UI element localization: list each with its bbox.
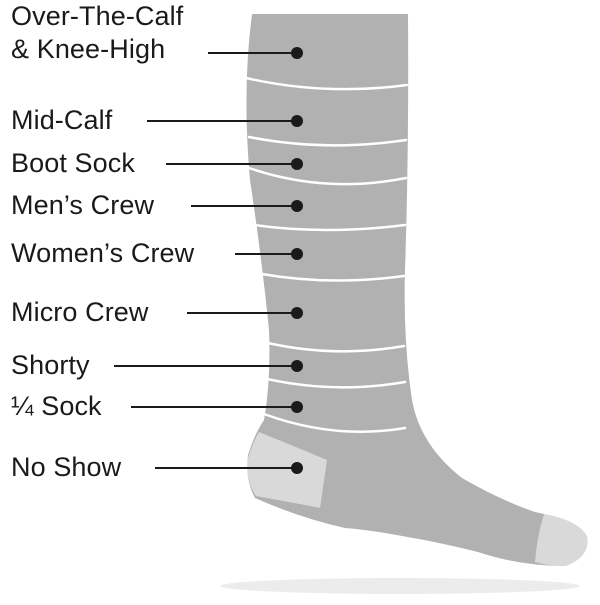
leader-dots (291, 47, 303, 474)
no-show-heel (247, 432, 327, 508)
dot-mid-calf (291, 115, 303, 127)
band-line-quarter-sock-bottom (262, 412, 407, 434)
label-womens-crew: Women’s Crew (11, 238, 195, 268)
band-line-mid-calf (244, 76, 409, 91)
band-line-womens-crew (252, 223, 407, 232)
dot-quarter-sock (291, 401, 303, 413)
band-line-boot-sock (247, 135, 408, 147)
dot-micro-crew (291, 307, 303, 319)
sock-body (246, 14, 586, 566)
dot-boot-sock (291, 158, 303, 170)
dot-over-the-calf (291, 47, 303, 59)
label-over-the-calf-line-1: Over-The-Calf (11, 1, 184, 31)
label-mid-calf: Mid-Calf (11, 105, 113, 135)
sock-shadow (220, 578, 580, 594)
label-micro-crew: Micro Crew (11, 297, 149, 327)
label-mens-crew: Men’s Crew (11, 190, 155, 220)
dot-mens-crew (291, 200, 303, 212)
dot-shorty (291, 360, 303, 372)
label-boot-sock: Boot Sock (11, 148, 135, 178)
band-line-shorty (266, 341, 406, 353)
band-line-quarter-sock (265, 377, 407, 389)
dot-no-show (291, 462, 303, 474)
label-over-the-calf-knee-high: Over-The-Calf & Knee-High (11, 0, 183, 66)
band-lines (244, 76, 409, 434)
dot-womens-crew (291, 248, 303, 260)
label-shorty: Shorty (11, 350, 90, 380)
label-over-the-calf-line-2: & Knee-High (11, 34, 166, 64)
band-line-mens-crew (247, 166, 408, 186)
sock-toe (535, 514, 588, 566)
band-line-micro-crew (260, 272, 406, 282)
leader-lines (114, 52, 297, 469)
label-no-show: No Show (11, 452, 122, 482)
label-quarter-sock: ¼ Sock (11, 391, 102, 421)
